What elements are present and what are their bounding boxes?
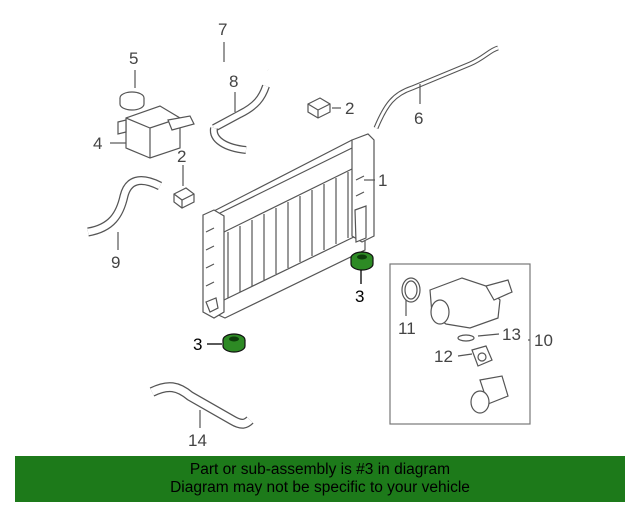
callout-1: 1 — [378, 171, 387, 190]
callout-11: 11 — [398, 319, 416, 338]
thermostat-assembly-box — [389, 263, 531, 425]
radiator — [202, 133, 375, 319]
mount-2-left — [173, 187, 195, 209]
callout-12: 12 — [434, 347, 453, 366]
callout-6: 6 — [414, 109, 423, 128]
callout-2-left: 2 — [177, 147, 186, 166]
callout-3-lower: 3 — [193, 335, 202, 354]
isolator-3-lower — [222, 333, 246, 353]
banner-line-1: Part or sub-assembly is #3 in diagram — [189, 461, 451, 478]
reservoir-cap — [119, 91, 145, 111]
parts-diagram: 7 5 8 2 6 4 2 1 9 3 3 11 13 10 12 14 — [87, 20, 553, 450]
upper-hose-7 — [185, 57, 271, 93]
callout-9: 9 — [111, 253, 120, 272]
coolant-reservoir — [117, 105, 195, 159]
callout-8: 8 — [229, 72, 238, 91]
callout-3-upper: 3 — [355, 287, 364, 306]
lower-hose-14 — [149, 382, 254, 429]
mount-2-right — [307, 97, 331, 119]
callout-4: 4 — [93, 134, 102, 153]
callout-2-right: 2 — [345, 99, 354, 118]
callout-14: 14 — [188, 431, 207, 450]
leader-lines — [110, 42, 530, 428]
callout-5: 5 — [129, 49, 138, 68]
hose-8 — [209, 84, 270, 154]
overflow-tube-6 — [373, 45, 499, 129]
banner-line-2: Diagram may not be specific to your vehi… — [170, 479, 470, 496]
callout-13: 13 — [502, 325, 521, 344]
info-banner: Part or sub-assembly is #3 in diagram Di… — [15, 456, 625, 502]
callout-7: 7 — [218, 20, 227, 39]
callout-10: 10 — [534, 331, 553, 350]
isolator-3-upper — [350, 251, 374, 271]
hose-9 — [87, 176, 163, 237]
